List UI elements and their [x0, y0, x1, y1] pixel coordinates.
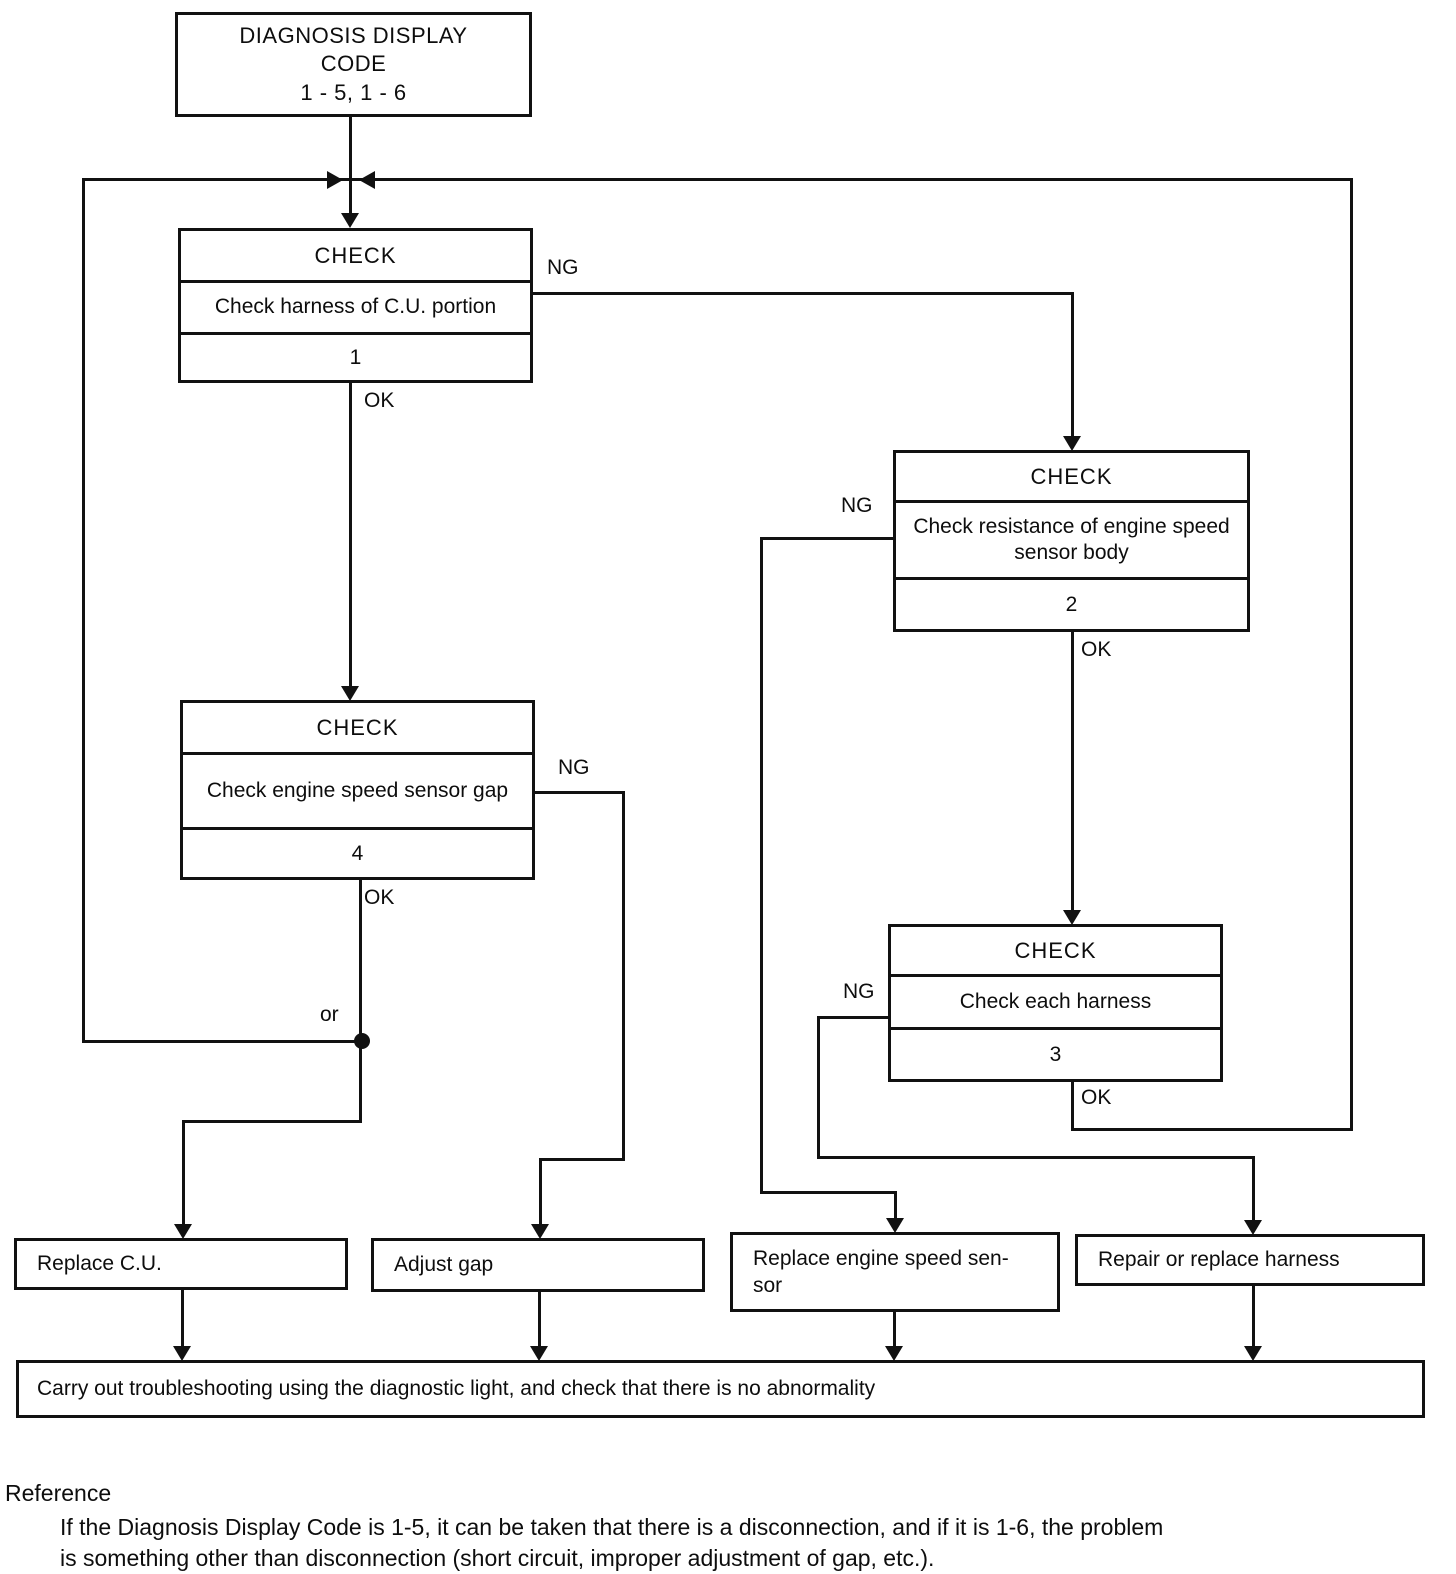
- reference-line-2: is something other than disconnection (s…: [60, 1544, 935, 1571]
- connector-line: [1071, 292, 1074, 436]
- check-box-4: CHECK Check engine speed sensor gap 4: [180, 700, 535, 880]
- start-line-2: CODE: [320, 51, 387, 77]
- ok-label-check4: OK: [364, 886, 395, 909]
- connector-line: [538, 1292, 541, 1346]
- ng-label-check2: NG: [841, 494, 873, 517]
- check-box-1: CHECK Check harness of C.U. portion 1: [178, 228, 533, 383]
- check-box-3: CHECK Check each harness 3: [888, 924, 1223, 1082]
- check2-number: 2: [1065, 592, 1078, 616]
- connector-line: [1350, 178, 1353, 1131]
- connector-line: [817, 1156, 1255, 1159]
- connector-line: [1252, 1286, 1255, 1346]
- arrowhead-into-check1: [341, 213, 359, 228]
- reference-title: Reference: [5, 1480, 112, 1506]
- connector-line: [182, 1120, 185, 1224]
- junction-dot: [354, 1033, 370, 1049]
- connector-line: [349, 383, 352, 686]
- connector-line: [359, 880, 362, 1123]
- connector-line: [535, 791, 625, 794]
- check4-number: 4: [351, 841, 364, 865]
- connector-line: [893, 1312, 896, 1346]
- connector-line: [539, 1158, 542, 1224]
- connector-line: [817, 1016, 820, 1159]
- connector-line: [1071, 1128, 1353, 1131]
- ng-label-check4: NG: [558, 756, 590, 779]
- ok-label-check3: OK: [1081, 1086, 1112, 1109]
- check4-desc: Check engine speed sensor gap: [183, 755, 532, 830]
- check1-number: 1: [349, 345, 362, 369]
- connector-line: [894, 1191, 897, 1218]
- arrowhead-into-adjust-gap: [531, 1224, 549, 1239]
- arrowhead-junction-right: [327, 171, 343, 189]
- check1-title: CHECK: [181, 231, 530, 283]
- reference-body: If the Diagnosis Display Code is 1-5, it…: [60, 1512, 1163, 1573]
- connector-line: [182, 1120, 362, 1123]
- arrowhead-junction-left: [359, 171, 375, 189]
- connector-line: [1071, 1082, 1074, 1131]
- check4-title: CHECK: [183, 703, 532, 755]
- connector-line: [817, 1016, 888, 1019]
- arrowhead-into-replace-cu: [174, 1224, 192, 1239]
- arrowhead-into-final-4: [1244, 1346, 1262, 1361]
- check3-title: CHECK: [891, 927, 1220, 977]
- action-repair-harness: Repair or replace harness: [1075, 1234, 1425, 1286]
- action-replace-sensor-line2: sor: [753, 1274, 783, 1297]
- arrowhead-into-final-3: [885, 1346, 903, 1361]
- connector-line: [181, 1290, 184, 1346]
- connector-line: [760, 1191, 897, 1194]
- connector-line: [349, 117, 352, 213]
- arrowhead-into-check2: [1063, 436, 1081, 451]
- arrowhead-into-check3: [1063, 910, 1081, 925]
- reference-line-1: If the Diagnosis Display Code is 1-5, it…: [60, 1514, 1164, 1541]
- connector-line: [622, 791, 625, 1161]
- connector-line: [541, 1158, 625, 1161]
- connector-line: [1252, 1156, 1255, 1220]
- connector-line: [533, 292, 1074, 295]
- connector-line: [82, 178, 85, 1042]
- check-box-2: CHECK Check resistance of engine speed s…: [893, 450, 1250, 632]
- check3-desc: Check each harness: [891, 977, 1220, 1030]
- final-instruction-bar: Carry out troubleshooting using the diag…: [16, 1360, 1425, 1418]
- reference-block: Reference If the Diagnosis Display Code …: [5, 1478, 1163, 1573]
- start-line-3: 1 - 5, 1 - 6: [300, 79, 407, 105]
- arrowhead-into-final-2: [530, 1346, 548, 1361]
- arrowhead-into-check4: [341, 686, 359, 701]
- connector-line: [760, 537, 763, 1194]
- action-replace-sensor-line1: Replace engine speed sen-: [753, 1246, 1009, 1270]
- action-replace-sensor: Replace engine speed sen- sor: [730, 1232, 1060, 1312]
- or-label: or: [320, 1003, 339, 1026]
- check2-title: CHECK: [896, 453, 1247, 503]
- ok-label-check1: OK: [364, 389, 395, 412]
- connector-line: [82, 1040, 364, 1043]
- check3-number: 3: [1049, 1042, 1062, 1066]
- connector-line: [1071, 632, 1074, 910]
- start-box: DIAGNOSIS DISPLAY CODE 1 - 5, 1 - 6: [175, 12, 532, 117]
- arrowhead-into-final-1: [173, 1346, 191, 1361]
- action-replace-cu: Replace C.U.: [14, 1238, 348, 1290]
- start-box-text: DIAGNOSIS DISPLAY CODE 1 - 5, 1 - 6: [239, 22, 467, 108]
- arrowhead-into-replace-sensor: [886, 1218, 904, 1233]
- check2-desc: Check resistance of engine speed sensor …: [896, 503, 1247, 580]
- arrowhead-into-repair-harness: [1244, 1220, 1262, 1235]
- start-line-1: DIAGNOSIS DISPLAY: [239, 22, 468, 48]
- ng-label-check1: NG: [547, 256, 579, 279]
- ng-label-check3: NG: [843, 980, 875, 1003]
- ok-label-check2: OK: [1081, 638, 1112, 661]
- connector-line: [82, 178, 1353, 181]
- action-adjust-gap: Adjust gap: [371, 1238, 705, 1292]
- check1-desc: Check harness of C.U. portion: [181, 283, 530, 335]
- connector-line: [760, 537, 893, 540]
